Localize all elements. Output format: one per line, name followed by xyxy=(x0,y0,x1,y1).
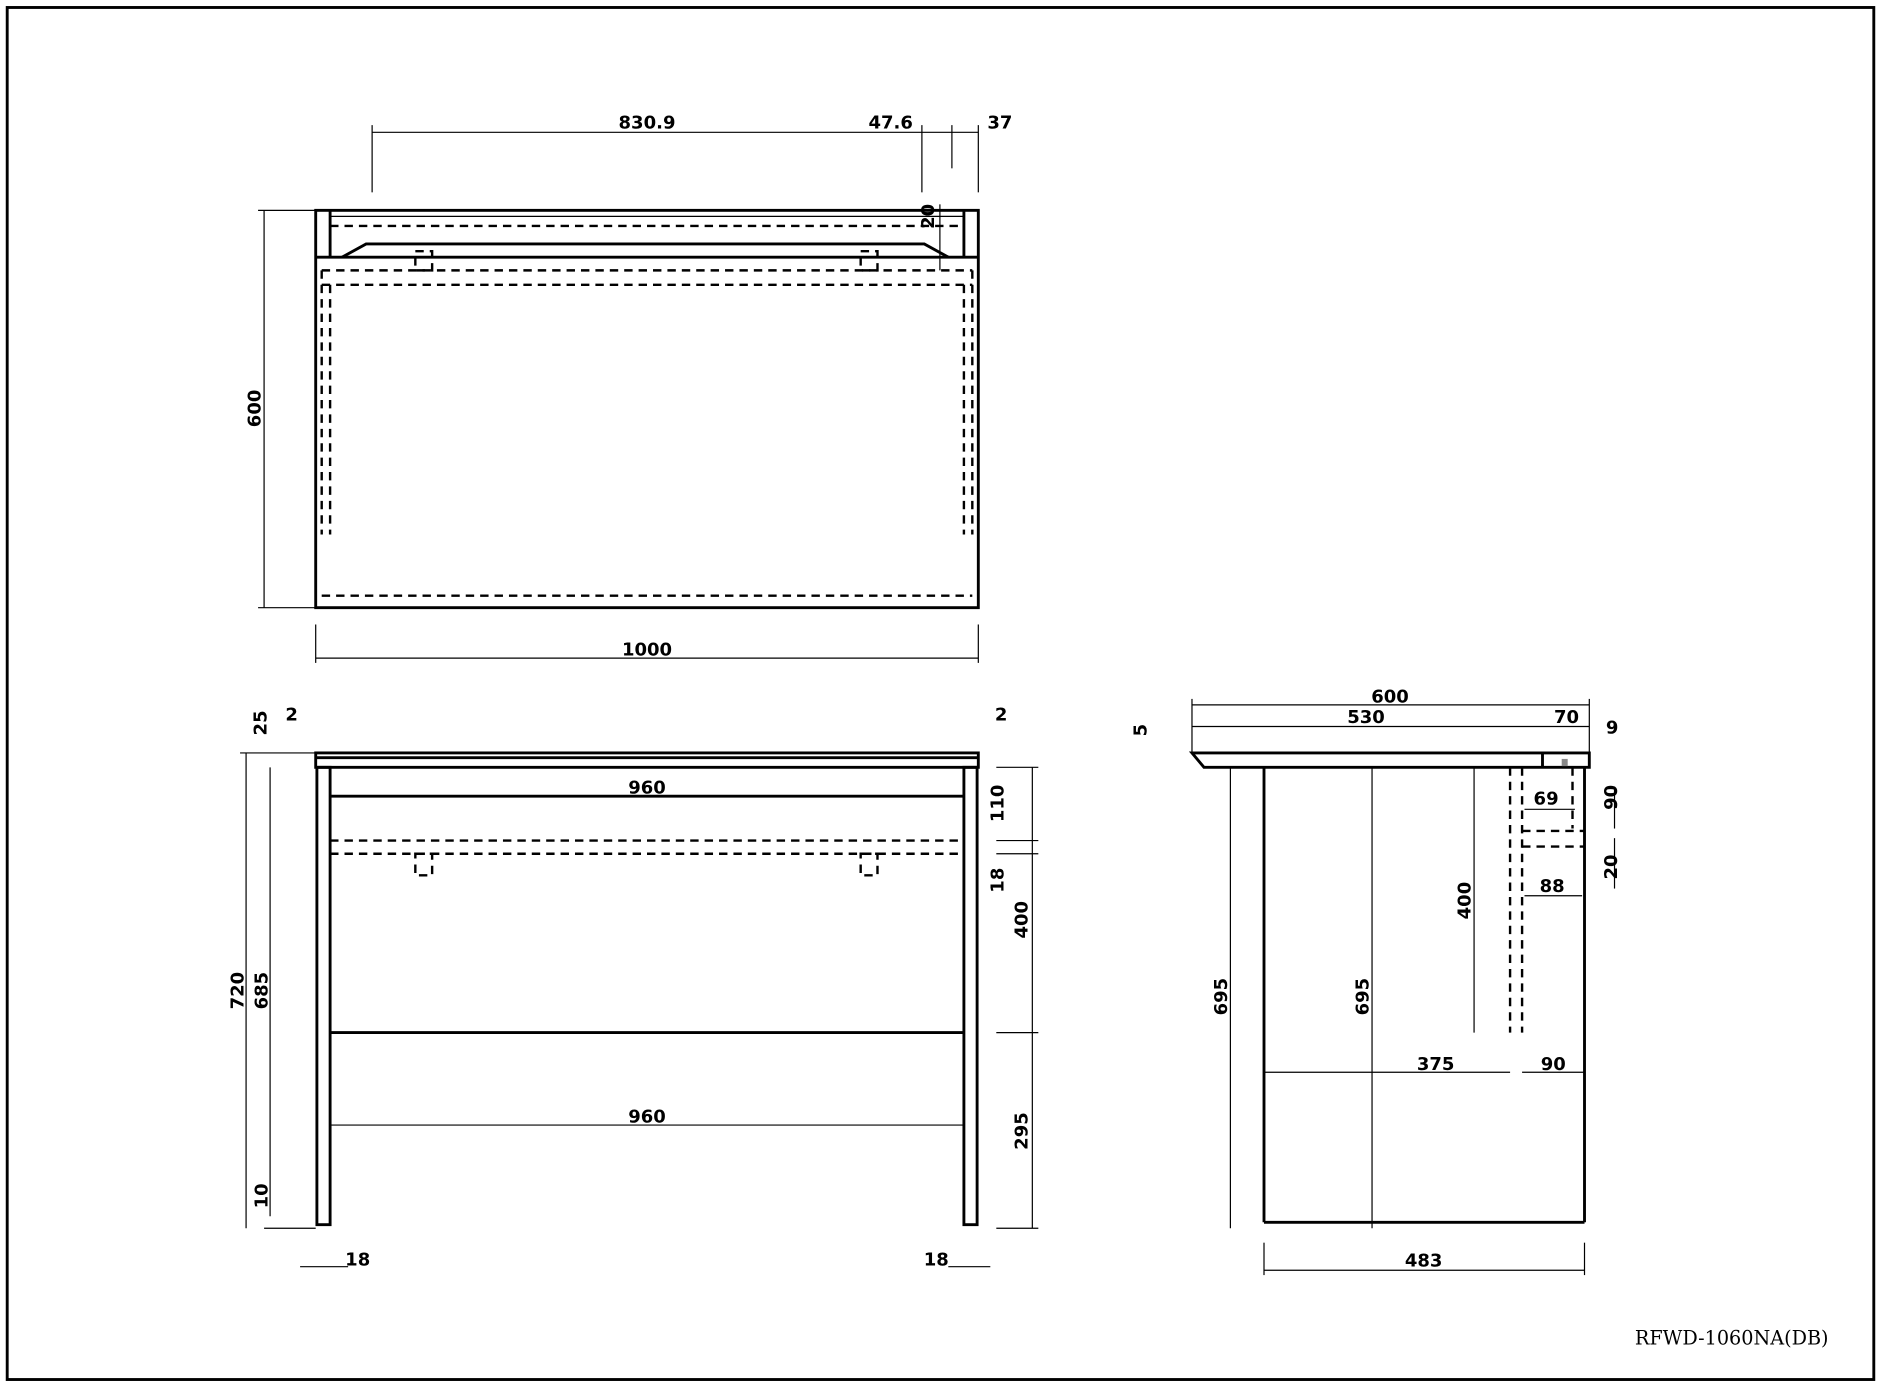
dim-695-outer: 695 xyxy=(1211,978,1232,1016)
dim-gap-left: 2 xyxy=(285,705,298,726)
dim-960-upper: 960 xyxy=(628,778,666,799)
dim-400: 400 xyxy=(1012,901,1033,939)
side-view: 600 530 70 9 5 695 695 400 375 90 483 69… xyxy=(1130,687,1622,1276)
dim-foot-10: 10 xyxy=(252,1183,273,1208)
dim-leg-right-18: 18 xyxy=(924,1249,949,1270)
dim-20-top: 20 xyxy=(918,204,939,229)
top-view: 830.9 47.6 37 20 600 1000 xyxy=(244,113,1012,663)
dim-295: 295 xyxy=(1012,1112,1033,1150)
dim-side-600: 600 xyxy=(1371,687,1409,708)
dim-69: 69 xyxy=(1534,789,1559,810)
dim-110: 110 xyxy=(988,785,1009,823)
dim-960-lower: 960 xyxy=(628,1107,666,1128)
dim-695-inner: 695 xyxy=(1352,978,1373,1016)
dim-side-400: 400 xyxy=(1454,882,1475,920)
dim-483: 483 xyxy=(1405,1251,1443,1272)
dim-top-25: 25 xyxy=(250,710,271,735)
dim-18-rail: 18 xyxy=(988,868,1009,893)
dim-width-1000: 1000 xyxy=(622,640,672,661)
model-number: RFWD-1060NA(DB) xyxy=(1635,1327,1829,1350)
dim-720: 720 xyxy=(228,972,249,1010)
dim-v90: 90 xyxy=(1601,785,1622,810)
sheet-border xyxy=(5,6,1876,1381)
dim-depth-600: 600 xyxy=(244,390,265,428)
dim-70: 70 xyxy=(1554,707,1579,728)
dim-830-9: 830.9 xyxy=(619,113,676,134)
dim-530: 530 xyxy=(1347,707,1385,728)
dim-685: 685 xyxy=(252,972,273,1010)
dim-v20: 20 xyxy=(1601,854,1622,879)
dim-47-6: 47.6 xyxy=(868,113,912,134)
front-view: 960 960 2 2 25 720 685 10 110 18 400 295… xyxy=(228,705,1039,1270)
dim-gap-right: 2 xyxy=(995,705,1008,726)
dim-side-90: 90 xyxy=(1541,1054,1566,1075)
dim-375: 375 xyxy=(1417,1054,1455,1075)
dim-5: 5 xyxy=(1130,724,1151,737)
dim-9: 9 xyxy=(1606,718,1619,739)
dim-leg-left-18: 18 xyxy=(345,1249,370,1270)
dim-37: 37 xyxy=(987,113,1012,134)
dim-88: 88 xyxy=(1540,876,1565,897)
